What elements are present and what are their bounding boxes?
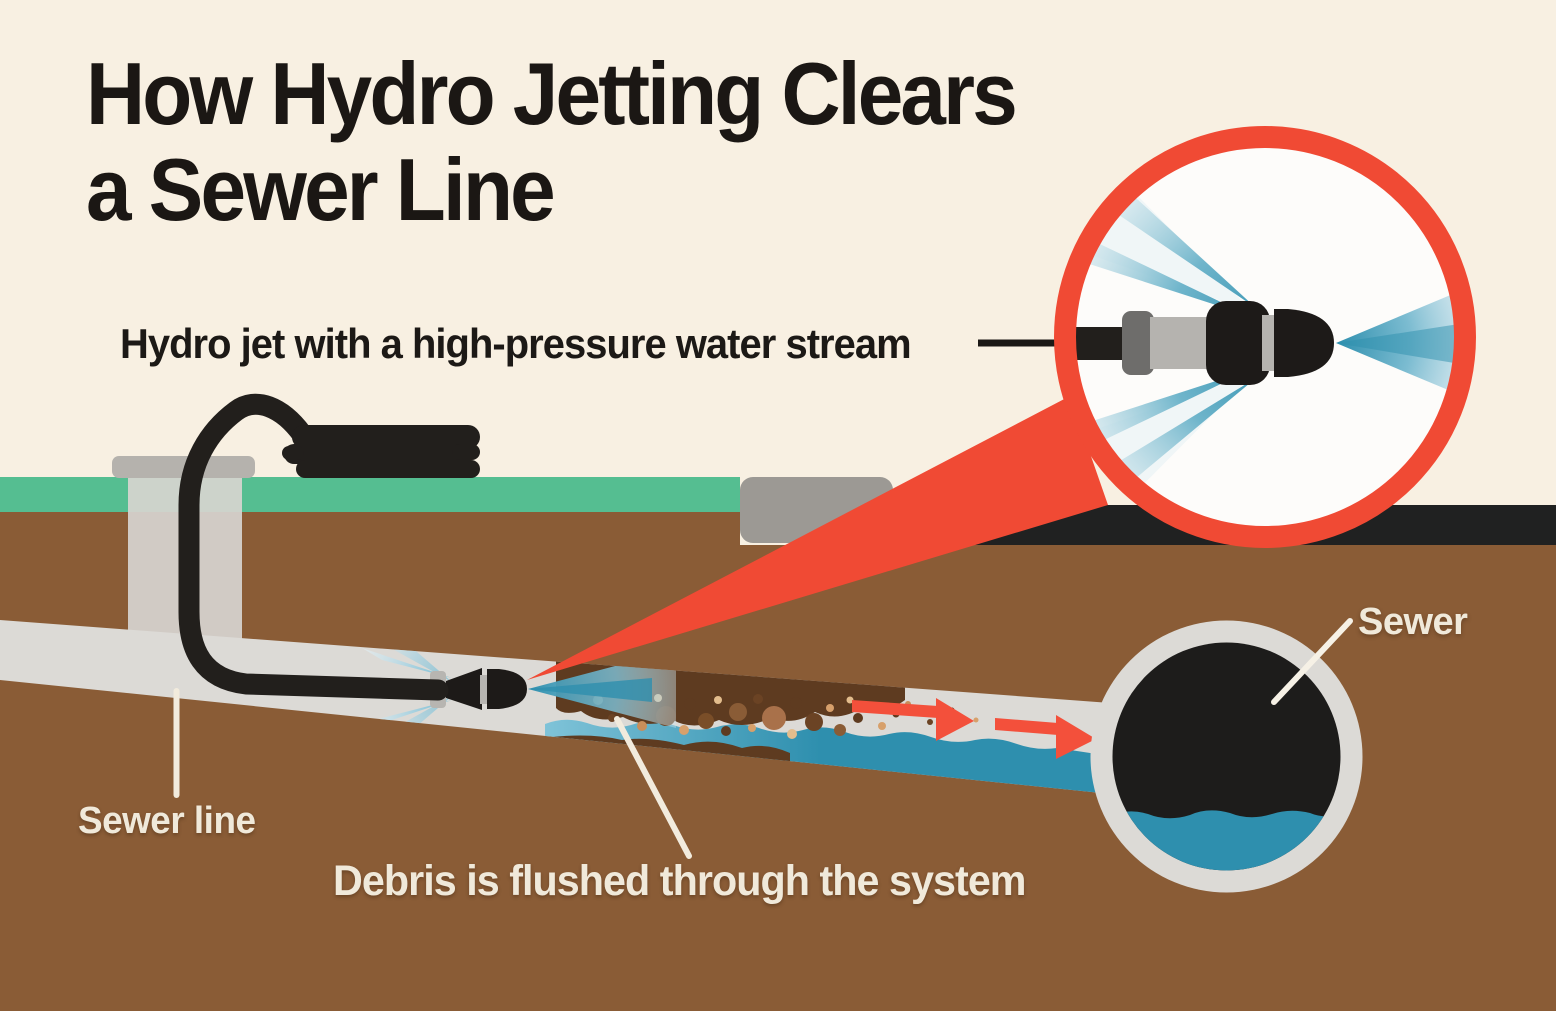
sewer-cross-section — [1090, 620, 1363, 893]
sewer-leader — [1271, 618, 1353, 705]
hose-coil — [282, 425, 480, 478]
page-title: How Hydro Jetting Clears a Sewer Line — [86, 44, 1018, 239]
magnifier-ring — [1054, 126, 1476, 548]
hydro-jet-nozzle-zoomed — [1075, 301, 1334, 385]
debris-leader — [614, 716, 692, 859]
grass-strip — [0, 477, 740, 512]
debris-callout: Debris is flushed through the system — [333, 857, 1027, 905]
hydro-jet-callout: Hydro jet with a high-pressure water str… — [120, 320, 912, 367]
sewer-line-callout: Sewer line — [78, 800, 256, 842]
hose — [178, 393, 449, 701]
cleanout-cap — [112, 456, 255, 478]
flow-arrows — [852, 698, 1096, 759]
title-line-2: a Sewer Line — [86, 140, 556, 239]
title-line-1: How Hydro Jetting Clears — [86, 44, 1018, 143]
sewer-callout: Sewer — [1358, 601, 1468, 643]
pipe-water — [545, 719, 1150, 798]
magnifier-beam-wedge — [527, 396, 1108, 680]
magnifier — [527, 126, 1476, 680]
